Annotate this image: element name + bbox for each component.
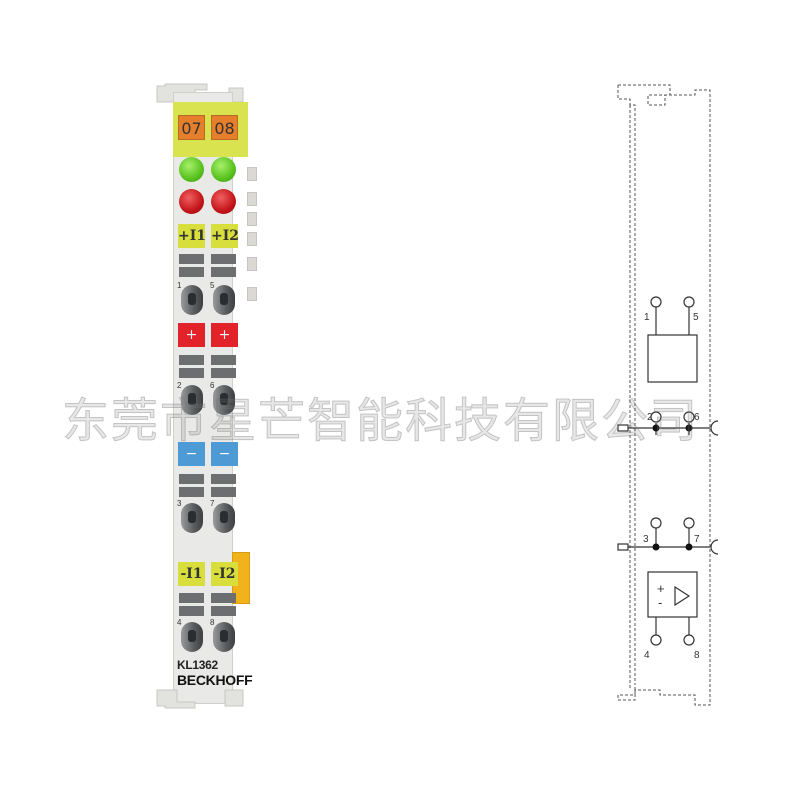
wiring-schematic: 1 5 2 6 3 7 4 8 + -: [617, 84, 719, 706]
tag-minus-i1: -I1: [178, 562, 205, 586]
pin-number: 2: [177, 381, 182, 390]
model-label: KL1362: [177, 658, 218, 672]
terminal-4-symbol: [650, 634, 662, 646]
terminal-3-symbol: [650, 517, 662, 529]
release-slot[interactable]: [179, 254, 204, 278]
spring-terminal-4[interactable]: [181, 622, 203, 652]
brand-logo: BECKHOFF: [177, 672, 253, 688]
tag-plus-2: +: [211, 323, 238, 347]
pin-number: 8: [210, 618, 215, 627]
spring-terminal-6[interactable]: [213, 385, 235, 415]
pin-number: 4: [177, 618, 182, 627]
amplifier-icon: [674, 585, 691, 607]
tag-minus-1: −: [178, 442, 205, 466]
side-contact: [247, 257, 257, 271]
pin-number: 3: [177, 499, 182, 508]
side-contact: [247, 287, 257, 301]
side-contact: [247, 212, 257, 226]
pin-label-5: 5: [693, 312, 699, 323]
run-led-1: [179, 157, 204, 182]
release-slot[interactable]: [211, 254, 236, 278]
pin-label-7: 7: [694, 534, 700, 545]
amp-plus-label: +: [657, 581, 665, 596]
housing-outline: [617, 84, 711, 706]
tag-plus-i2: +I2: [211, 224, 239, 248]
release-slot[interactable]: [179, 593, 204, 617]
terminal-6-symbol: [683, 411, 695, 423]
rail-clip-bottom: [156, 689, 244, 709]
spring-terminal-1[interactable]: [181, 285, 203, 315]
tag-minus-i2: -I2: [211, 562, 238, 586]
channel-label-08: 08: [211, 115, 238, 140]
terminal-7-symbol: [683, 517, 695, 529]
release-slot[interactable]: [179, 474, 204, 498]
run-led-2: [211, 157, 236, 182]
pin-label-2: 2: [647, 412, 653, 423]
release-slot[interactable]: [211, 355, 236, 379]
pin-number: 1: [177, 281, 182, 290]
spring-terminal-3[interactable]: [181, 503, 203, 533]
release-slot[interactable]: [179, 355, 204, 379]
spring-terminal-2[interactable]: [181, 385, 203, 415]
side-contact: [247, 192, 257, 206]
io-terminal-module: 07 08 +I1 +I2 1 5 + + 2 6 − − 3 7 -I1 -I…: [155, 82, 257, 710]
spring-terminal-8[interactable]: [213, 622, 235, 652]
spring-terminal-7[interactable]: [213, 503, 235, 533]
pin-number: 5: [210, 281, 215, 290]
tag-plus-1: +: [178, 323, 205, 347]
side-contact: [247, 167, 257, 181]
pin-label-1: 1: [644, 312, 650, 323]
pin-label-4: 4: [644, 650, 650, 661]
channel-label-07: 07: [178, 115, 205, 140]
amp-minus-label: -: [658, 595, 662, 610]
terminal-5-symbol: [683, 296, 695, 308]
release-slot[interactable]: [211, 474, 236, 498]
watermark-text: 东莞市星芒智能科技有限公司: [62, 394, 699, 450]
terminal-1-symbol: [650, 296, 662, 308]
pin-number: 7: [210, 499, 215, 508]
terminal-8-symbol: [683, 634, 695, 646]
side-contact: [247, 232, 257, 246]
terminal-2-symbol: [650, 411, 662, 423]
tag-plus-i1: +I1: [178, 224, 206, 248]
amplifier-box: [647, 571, 698, 618]
pin-number: 6: [210, 381, 215, 390]
input-circuit-box: [647, 334, 698, 383]
spring-terminal-5[interactable]: [213, 285, 235, 315]
release-slot[interactable]: [211, 593, 236, 617]
error-led-1: [179, 189, 204, 214]
pin-label-6: 6: [694, 412, 700, 423]
tag-minus-2: −: [211, 442, 238, 466]
pin-label-8: 8: [694, 650, 700, 661]
pin-label-3: 3: [643, 534, 649, 545]
error-led-2: [211, 189, 236, 214]
